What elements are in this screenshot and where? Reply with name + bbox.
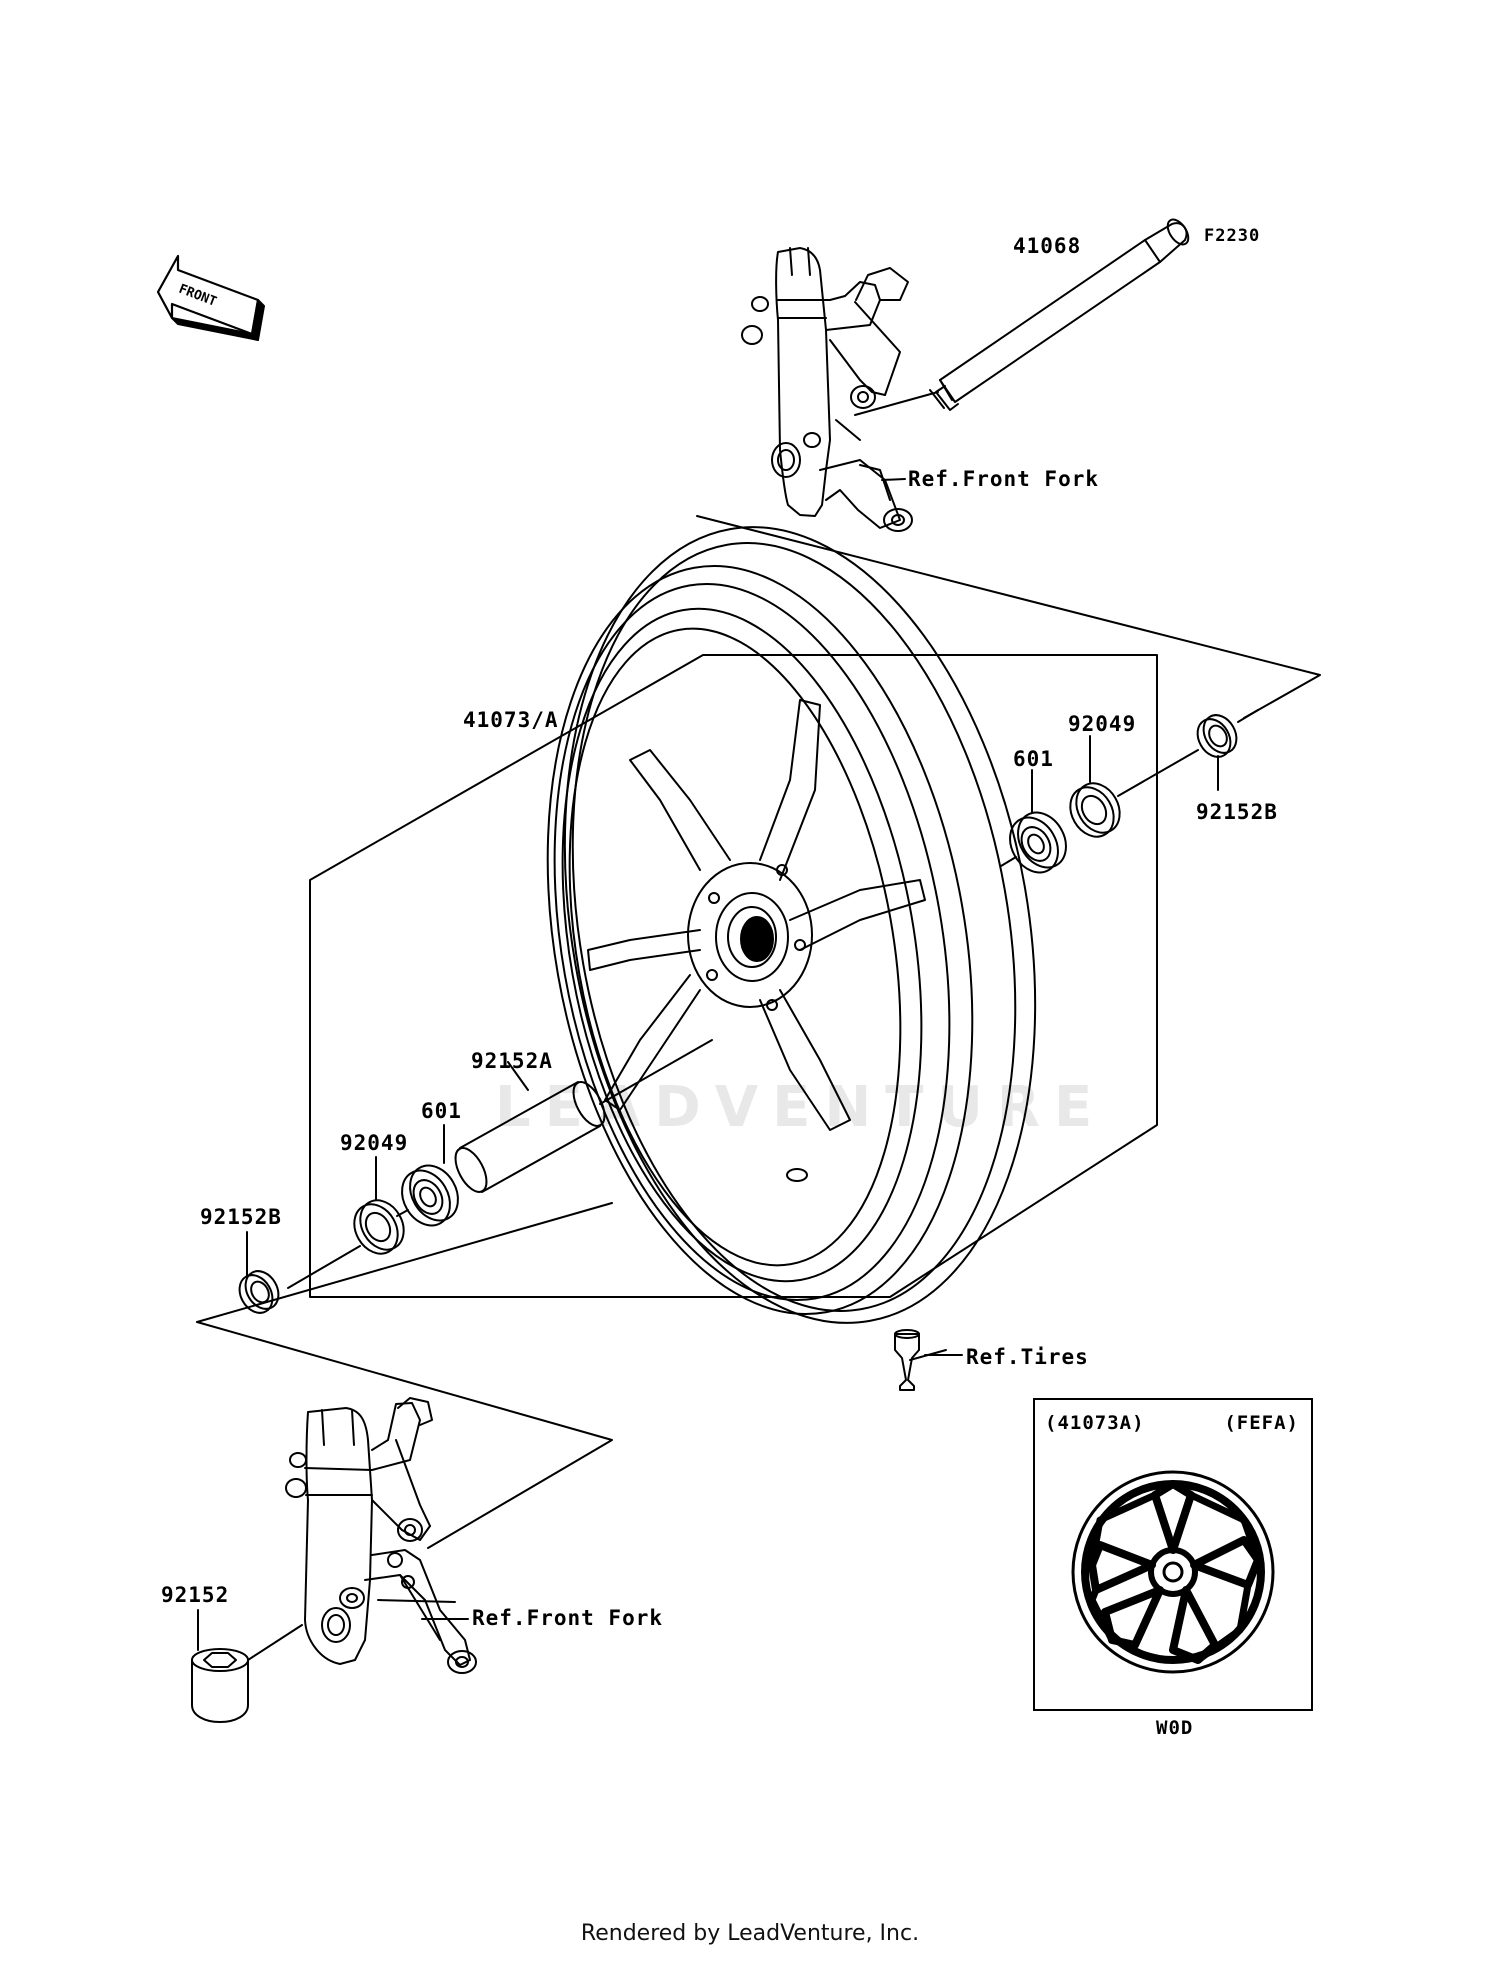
seal-right-92049 [1069,735,1121,838]
bearing-right-601 [1009,769,1067,874]
ref-front-fork-lower: Ref.Front Fork [472,1606,664,1630]
part-label-92049-right: 92049 [1068,712,1137,736]
ref-tires: Ref.Tires [966,1345,1089,1369]
footer-credit: Rendered by LeadVenture, Inc. [580,1921,920,1946]
axle-41068 [854,218,1190,416]
inset-wheel-illustration [1071,1470,1275,1674]
upper-front-fork [741,247,913,532]
seal-left-92049 [353,1156,409,1255]
inset-color-code: W0D [1156,1717,1194,1739]
lower-front-fork [285,1397,477,1674]
collar-lower-92152 [191,1609,303,1723]
bearing-left-601 [401,1124,459,1227]
spacer-92152A [454,1039,713,1193]
front-arrow-icon: FRONT [156,254,265,341]
inset-variant-code: (FEFA) [1224,1412,1299,1434]
inset-part-number: (41073A) [1045,1412,1145,1434]
valve-stem [894,1329,963,1391]
part-label-601-left: 601 [421,1099,462,1123]
part-label-601-right: 601 [1013,747,1054,771]
part-label-92152: 92152 [161,1583,230,1607]
part-label-41073-A: 41073/A [463,708,559,732]
wheel-frame [309,654,1158,1298]
collar-right-92152B [1196,714,1238,791]
part-label-92152B-right: 92152B [1196,800,1278,824]
part-label-92049-left: 92049 [340,1131,409,1155]
front-wheel [546,526,1037,1324]
part-label-41068: 41068 [1013,234,1082,258]
ref-front-fork-upper: Ref.Front Fork [908,467,1100,491]
part-label-92152A: 92152A [471,1049,553,1073]
diagram-id: F2230 [1204,226,1261,246]
wheel-variant-inset: (41073A) (FEFA) [1033,1398,1313,1711]
collar-left-92152B [238,1231,361,1314]
front-arrow-text: FRONT [177,282,219,310]
part-label-92152B-left: 92152B [200,1205,282,1229]
